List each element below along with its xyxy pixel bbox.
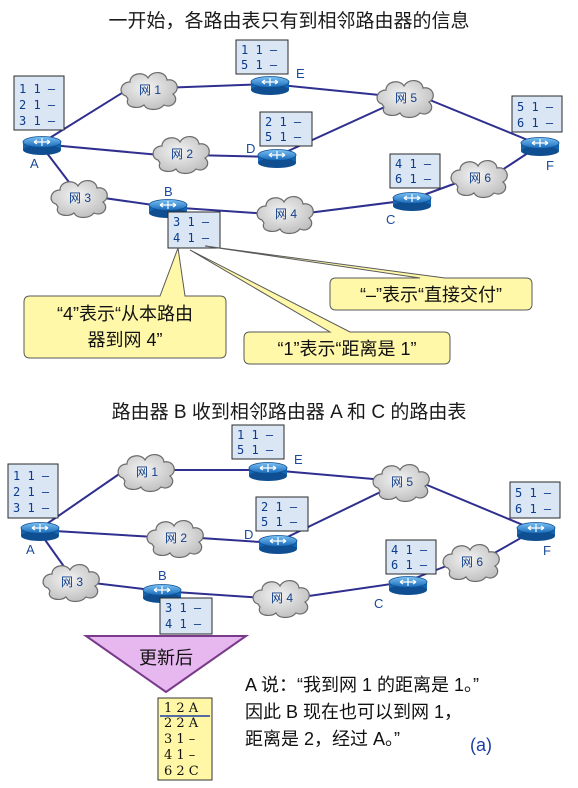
svg-text:A: A <box>26 542 35 557</box>
top-title: 一开始，各路由表只有到相邻路由器的信息 <box>108 11 470 32</box>
svg-text:网 2: 网 2 <box>171 147 193 161</box>
callout-distance: “1”表示“距离是 1” <box>189 249 451 365</box>
svg-text:网 2: 网 2 <box>165 531 187 545</box>
router-B: B 3 1 – 4 1 – <box>148 184 221 249</box>
net1-cloud: 网 1 <box>120 71 178 111</box>
net6-cloud: 网 6 <box>442 543 500 583</box>
svg-text:5 1 –: 5 1 – <box>265 130 302 144</box>
svg-text:2 1 –: 2 1 – <box>265 115 302 129</box>
svg-text:4 1 –: 4 1 – <box>164 748 195 763</box>
svg-text:更新后: 更新后 <box>139 648 193 668</box>
svg-text:E: E <box>294 452 303 467</box>
svg-text:D: D <box>246 141 255 156</box>
svg-text:D: D <box>244 527 253 542</box>
svg-text:3 1 –: 3 1 – <box>165 601 202 615</box>
net3-cloud: 网 3 <box>50 179 108 219</box>
svg-text:器到网 4”: 器到网 4” <box>87 330 162 350</box>
svg-text:1 1 –: 1 1 – <box>19 82 56 96</box>
svg-text:网 6: 网 6 <box>461 555 483 569</box>
note-line-2: 因此 B 现在也可以到网 1， <box>245 702 463 722</box>
svg-text:网 1: 网 1 <box>136 465 158 479</box>
net3-cloud: 网 3 <box>42 563 100 603</box>
svg-text:“–”表示“直接交付”: “–”表示“直接交付” <box>360 285 502 305</box>
router-D: D 2 1 – 5 1 – <box>246 111 313 169</box>
svg-text:2 1 –: 2 1 – <box>13 485 50 499</box>
svg-text:F: F <box>543 543 551 558</box>
router-E: E 1 1 – 5 1 – <box>235 39 305 96</box>
svg-text:3 1 –: 3 1 – <box>164 732 195 747</box>
svg-text:5 1 –: 5 1 – <box>237 443 274 457</box>
svg-text:1 1 –: 1 1 – <box>237 428 274 442</box>
update-arrow: 更新后 <box>82 635 250 694</box>
svg-text:A: A <box>30 156 39 171</box>
svg-text:4 1 –: 4 1 – <box>173 231 210 245</box>
net4-cloud: 网 4 <box>252 579 310 619</box>
svg-text:网 3: 网 3 <box>69 191 91 205</box>
svg-text:4 1 –: 4 1 – <box>391 543 428 557</box>
svg-text:F: F <box>546 158 554 173</box>
svg-text:E: E <box>296 66 305 81</box>
svg-text:2 2 A: 2 2 A <box>164 716 199 731</box>
router-D: D 2 1 – 5 1 – <box>244 496 309 555</box>
router-F: F 5 1 – 6 1 – <box>509 481 561 558</box>
svg-text:网 5: 网 5 <box>395 91 417 105</box>
figure-label: (a) <box>470 735 492 755</box>
router-A: A 1 1 – 2 1 – 3 1 – <box>7 463 60 557</box>
net5-cloud: 网 5 <box>376 79 434 119</box>
svg-text:3 1 –: 3 1 – <box>173 215 210 229</box>
router-A: A 1 1 – 2 1 – 3 1 – <box>13 75 65 171</box>
svg-text:5 1 –: 5 1 – <box>517 100 554 114</box>
svg-text:6 1 –: 6 1 – <box>395 172 432 186</box>
updated-routing-table: 1 2 A 2 2 A 3 1 – 4 1 – 6 2 C <box>157 697 213 781</box>
net2-cloud: 网 2 <box>152 135 210 175</box>
svg-text:3 1 –: 3 1 – <box>19 114 56 128</box>
callout-net4: “4”表示“从本路由 器到网 4” <box>23 247 227 359</box>
router-F: F 5 1 – 6 1 – <box>511 95 563 173</box>
callout-direct: “–”表示“直接交付” <box>204 245 533 311</box>
svg-text:网 4: 网 4 <box>271 591 293 605</box>
svg-text:3 1 –: 3 1 – <box>13 501 50 515</box>
svg-text:“4”表示“从本路由: “4”表示“从本路由 <box>57 304 193 324</box>
router-C: C 4 1 – 6 1 – <box>374 539 437 611</box>
svg-text:“1”表示“距离是 1”: “1”表示“距离是 1” <box>278 339 417 359</box>
svg-text:2 1 –: 2 1 – <box>261 500 298 514</box>
svg-text:1 1 –: 1 1 – <box>13 469 50 483</box>
net2-cloud: 网 2 <box>146 519 204 559</box>
svg-text:5 1 –: 5 1 – <box>515 486 552 500</box>
router-C: C 4 1 – 6 1 – <box>386 153 441 227</box>
svg-text:C: C <box>374 596 383 611</box>
svg-text:网 6: 网 6 <box>469 171 491 185</box>
svg-text:6 1 –: 6 1 – <box>391 558 428 572</box>
svg-text:网 4: 网 4 <box>275 207 297 221</box>
svg-text:4 1 –: 4 1 – <box>395 157 432 171</box>
explanation-note: A 说：“我到网 1 的距离是 1。” 因此 B 现在也可以到网 1， 距离是 … <box>245 672 575 753</box>
svg-text:5 1 –: 5 1 – <box>241 58 278 72</box>
net4-cloud: 网 4 <box>256 195 314 235</box>
svg-text:1 2 A: 1 2 A <box>164 701 199 716</box>
router-B: B 3 1 – 4 1 – <box>142 568 213 635</box>
net6-cloud: 网 6 <box>450 159 508 199</box>
router-E: E 1 1 – 5 1 – <box>231 424 303 482</box>
svg-text:网 1: 网 1 <box>139 83 161 97</box>
svg-text:网 5: 网 5 <box>391 475 413 489</box>
svg-text:4 1 –: 4 1 – <box>165 617 202 631</box>
svg-text:网 3: 网 3 <box>61 575 83 589</box>
bottom-title: 路由器 B 收到相邻路由器 A 和 C 的路由表 <box>111 402 467 423</box>
bottom-diagram: 网 1 网 2 网 3 网 4 网 5 网 6 A 1 1 – 2 1 – 3 … <box>7 424 561 781</box>
svg-text:5 1 –: 5 1 – <box>261 515 298 529</box>
svg-text:B: B <box>164 184 173 199</box>
svg-text:C: C <box>386 212 395 227</box>
note-line-3: 距离是 2，经过 A。” <box>245 729 401 749</box>
svg-text:6 2 C: 6 2 C <box>164 764 199 779</box>
svg-text:1 1 –: 1 1 – <box>241 43 278 57</box>
top-diagram: 网 1 网 2 网 3 网 4 网 5 网 6 A 1 1 – 2 1 – 3 … <box>13 39 563 365</box>
note-line-1: A 说：“我到网 1 的距离是 1。” <box>245 675 480 695</box>
svg-text:B: B <box>158 568 167 583</box>
svg-text:6 1 –: 6 1 – <box>517 116 554 130</box>
svg-text:2 1 –: 2 1 – <box>19 98 56 112</box>
net5-cloud: 网 5 <box>372 463 430 503</box>
svg-text:6 1 –: 6 1 – <box>515 502 552 516</box>
net1-cloud: 网 1 <box>117 453 175 493</box>
